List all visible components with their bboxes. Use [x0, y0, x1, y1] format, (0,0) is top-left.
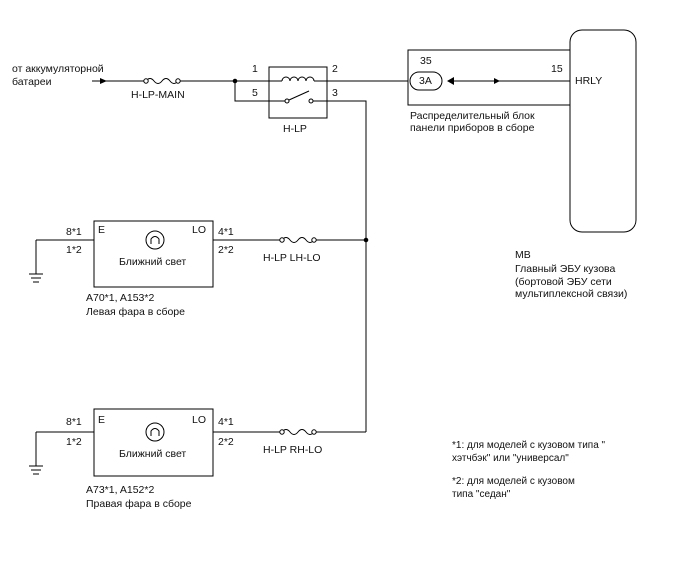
main-fuse-label: H-LP-MAIN	[131, 89, 185, 101]
ecu-code: MB	[515, 249, 531, 261]
right-headlight-code: A73*1, A152*2	[86, 484, 155, 496]
ecu-caption: Главный ЭБУ кузова (бортовой ЭБУ сети му…	[515, 263, 628, 300]
relay-switch-blade	[288, 90, 310, 101]
right-pin-e2: 1*2	[66, 436, 82, 448]
left-bulb-icon	[145, 230, 165, 250]
left-fuse-icon	[281, 237, 315, 243]
junction-block-box	[407, 49, 571, 106]
left-headlight-caption: Левая фара в сборе	[86, 306, 185, 318]
jb-pin35: 35	[420, 55, 432, 67]
relay-box	[268, 66, 328, 119]
ecu-pin15: 15	[551, 63, 563, 75]
ecu-signal-label: HRLY	[575, 75, 603, 87]
left-bulb-label: Ближний свет	[119, 256, 187, 268]
left-pin-e1: 8*1	[66, 226, 82, 238]
right-bulb-icon	[145, 422, 165, 442]
left-pin-lo2: 2*2	[218, 244, 234, 256]
relay-contact-icon	[284, 98, 290, 104]
right-fuse-icon	[281, 429, 315, 435]
footnote-1: *1: для моделей с кузовом типа " хэтчбэк…	[452, 440, 606, 464]
right-pin-e1: 8*1	[66, 416, 82, 428]
left-headlight-box	[93, 220, 214, 288]
relay-pin3-wire	[327, 100, 367, 240]
left-pin-lo1: 4*1	[218, 226, 234, 238]
ecu-box	[569, 29, 637, 233]
right-fuse-label: H-LP RH-LO	[263, 444, 323, 456]
main-fuse-icon	[145, 78, 179, 84]
right-bulb-label: Ближний свет	[119, 448, 187, 460]
right-pin-lo2: 2*2	[218, 436, 234, 448]
jb-connector-label: 3A	[419, 75, 432, 87]
relay-pin2: 2	[332, 63, 338, 75]
relay-pin3: 3	[332, 87, 338, 99]
left-pin-e2: 1*2	[66, 244, 82, 256]
relay-pin5-wire	[234, 81, 269, 102]
jb-caption-line1: Распределительный блок	[410, 110, 535, 122]
battery-arrow-icon	[100, 78, 107, 84]
connector-3a-box	[409, 71, 443, 91]
right-lo-label: LO	[192, 414, 207, 426]
connector-arrow-icon	[447, 77, 454, 85]
right-e-label: E	[98, 414, 106, 426]
right-pin-lo1: 4*1	[218, 416, 234, 428]
relay-coil-icon	[281, 76, 315, 82]
left-headlight-code: A70*1, A153*2	[86, 292, 155, 304]
relay-pin5: 5	[252, 87, 258, 99]
left-lo-label: LO	[192, 224, 207, 236]
battery-label-line2: батареи	[12, 76, 52, 88]
right-headlight-box	[93, 408, 214, 477]
battery-label-line1: от аккумуляторной	[12, 63, 104, 75]
relay-pin1: 1	[252, 63, 258, 75]
footnote-2: *2: для моделей с кузовом типа "седан"	[452, 476, 575, 500]
left-e-label: E	[98, 224, 106, 236]
left-fuse-label: H-LP LH-LO	[263, 252, 321, 264]
jb-caption-line2: панели приборов в сборе	[410, 122, 535, 134]
right-headlight-caption: Правая фара в сборе	[86, 498, 192, 510]
relay-name: H-LP	[283, 123, 307, 135]
